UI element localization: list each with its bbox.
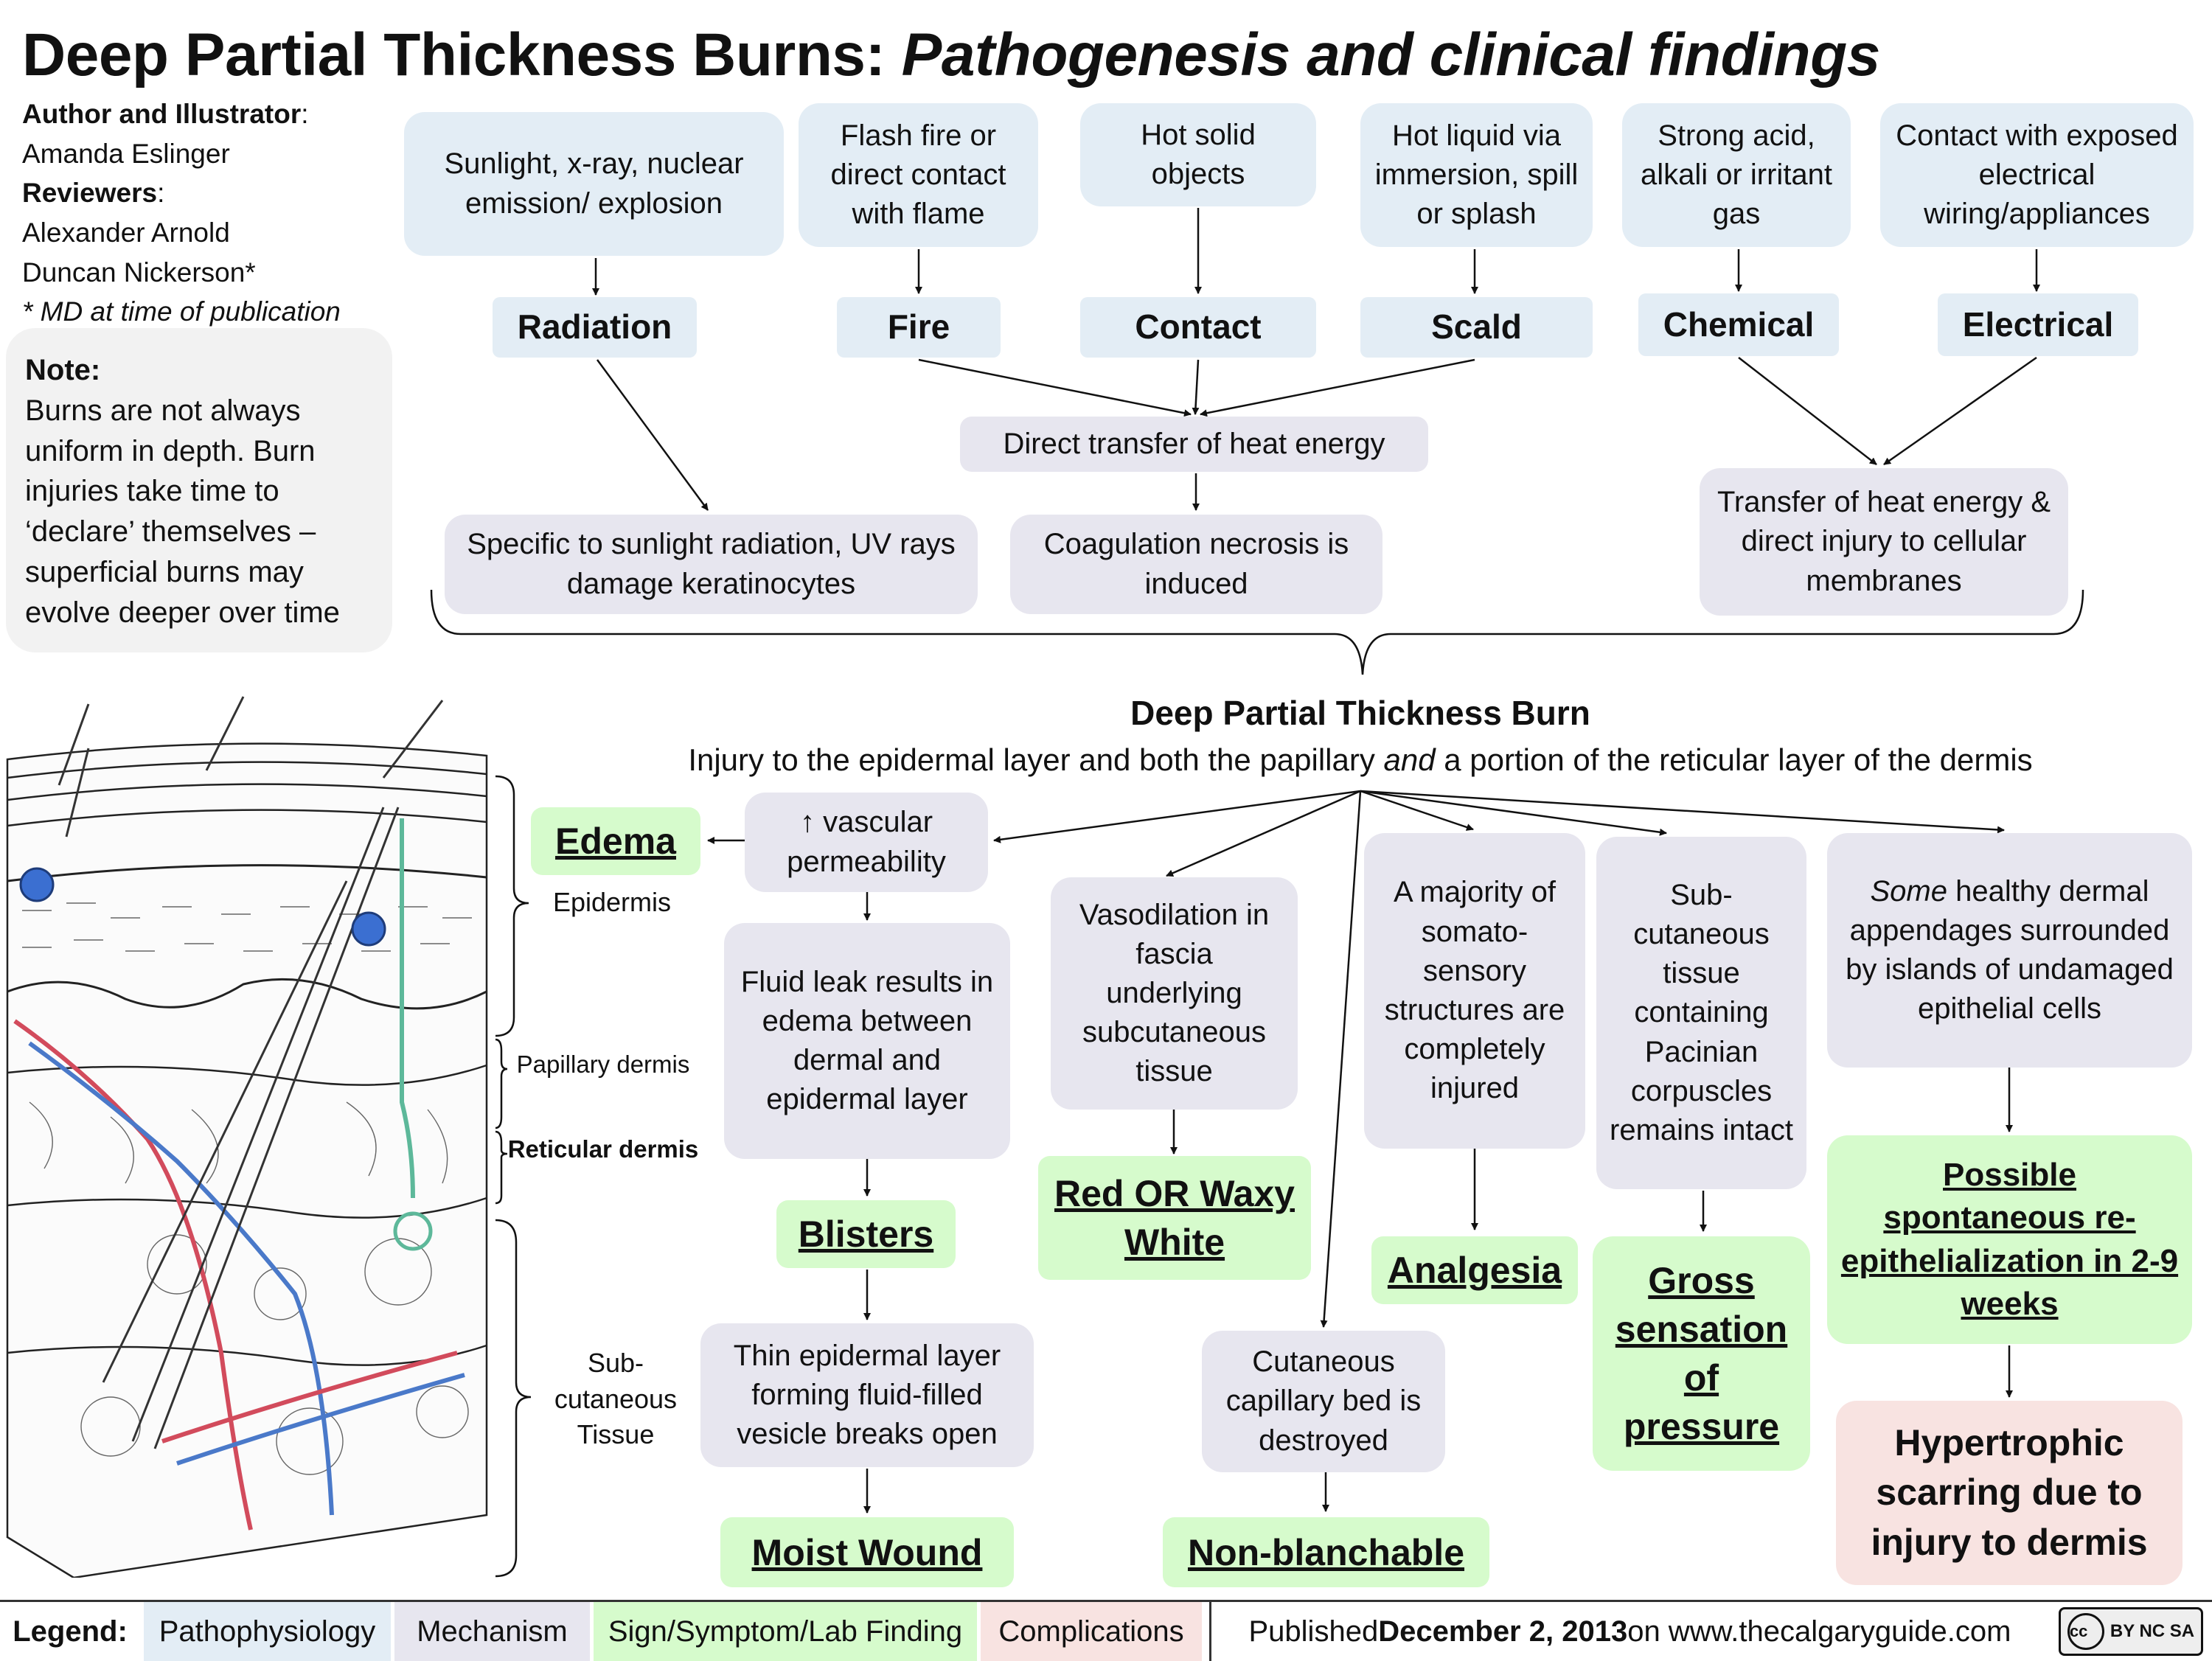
pacinian-corpuscles-intact: Sub- cutaneous tissue containing Pacinia…: [1596, 837, 1806, 1189]
thin-epidermal-layer: Thin epidermal layer forming fluid-fille…: [700, 1323, 1034, 1467]
direct-heat-transfer: Direct transfer of heat energy: [960, 417, 1428, 472]
mechanism-chemical: Chemical: [1638, 293, 1839, 356]
capillary-bed-destroyed: Cutaneous capillary bed is destroyed: [1202, 1331, 1445, 1472]
credits: Author and Illustrator: Amanda Eslinger …: [22, 99, 341, 327]
page-title: Deep Partial Thickness Burns: Pathogenes…: [22, 21, 1880, 88]
finding-re-epithelialization: Possible spontaneous re-epithelializatio…: [1827, 1135, 2192, 1344]
license-badge: cc BY NC SA: [2057, 1602, 2205, 1661]
skin-illustration: [6, 696, 488, 1578]
legend: Legend: Pathophysiology Mechanism Sign/S…: [0, 1600, 2212, 1661]
layer-papillary-dermis: Papillary dermis: [516, 1051, 690, 1078]
cause-electrical: Contact with exposed electrical wiring/a…: [1880, 103, 2194, 247]
vasodilation: Vasodilation in fascia underlying subcut…: [1051, 877, 1298, 1110]
finding-moist-wound: Moist Wound: [720, 1517, 1014, 1587]
cause-scald: Hot liquid via immersion, spill or splas…: [1360, 103, 1593, 247]
mechanism-scald: Scald: [1360, 297, 1593, 358]
vascular-permeability: ↑ vascular permeability: [745, 793, 988, 892]
legend-sign-symptom: Sign/Symptom/Lab Finding: [594, 1602, 977, 1661]
cause-chemical: Strong acid, alkali or irritant gas: [1622, 103, 1851, 247]
cause-contact: Hot solid objects: [1080, 103, 1316, 206]
mechanism-electrical: Electrical: [1938, 293, 2138, 356]
finding-non-blanchable: Non-blanchable: [1163, 1517, 1489, 1587]
note-box: Note: Burns are not always uniform in de…: [6, 328, 392, 652]
burn-heading: Deep Partial Thickness Burn: [1130, 694, 1590, 732]
complication-hypertrophic-scarring: Hypertrophic scarring due to injury to d…: [1836, 1401, 2183, 1585]
finding-edema: Edema: [531, 807, 700, 875]
somatosensory-injured: A majority of somato- sensory structures…: [1364, 833, 1585, 1149]
finding-red-or-waxy-white: Red OR Waxy White: [1038, 1156, 1311, 1280]
legend-pathophysiology: Pathophysiology: [144, 1602, 391, 1661]
mechanism-radiation: Radiation: [493, 297, 697, 358]
legend-complications: Complications: [981, 1602, 1202, 1661]
chemical-electrical-effect: Transfer of heat energy & direct injury …: [1700, 468, 2068, 616]
cause-radiation: Sunlight, x-ray, nuclear emission/ explo…: [404, 112, 784, 256]
coagulation-necrosis: Coagulation necrosis is induced: [1010, 515, 1382, 614]
finding-analgesia: Analgesia: [1371, 1236, 1578, 1304]
mechanism-contact: Contact: [1080, 297, 1316, 358]
cause-fire: Flash fire or direct contact with flame: [799, 103, 1038, 247]
layer-reticular-dermis: Reticular dermis: [507, 1135, 699, 1163]
radiation-effect: Specific to sunlight radiation, UV rays …: [445, 515, 978, 614]
burn-definition: Injury to the epidermal layer and both t…: [688, 742, 2033, 777]
finding-blisters: Blisters: [776, 1200, 956, 1268]
legend-mechanism: Mechanism: [394, 1602, 590, 1661]
layer-subcutaneous: Sub- cutaneous Tissue: [554, 1348, 678, 1450]
fluid-leak: Fluid leak results in edema between derm…: [724, 923, 1010, 1159]
creative-commons-icon: cc: [2067, 1613, 2104, 1650]
layer-epidermis: Epidermis: [552, 887, 672, 917]
dermal-appendages: Some healthy dermal appendages surrounde…: [1827, 833, 2192, 1068]
mechanism-fire: Fire: [837, 297, 1001, 358]
finding-gross-sensation: Gross sensation of pressure: [1593, 1236, 1810, 1471]
legend-label: Legend:: [13, 1615, 128, 1648]
published-info: Published December 2, 2013 on www.thecal…: [1209, 1602, 2048, 1661]
